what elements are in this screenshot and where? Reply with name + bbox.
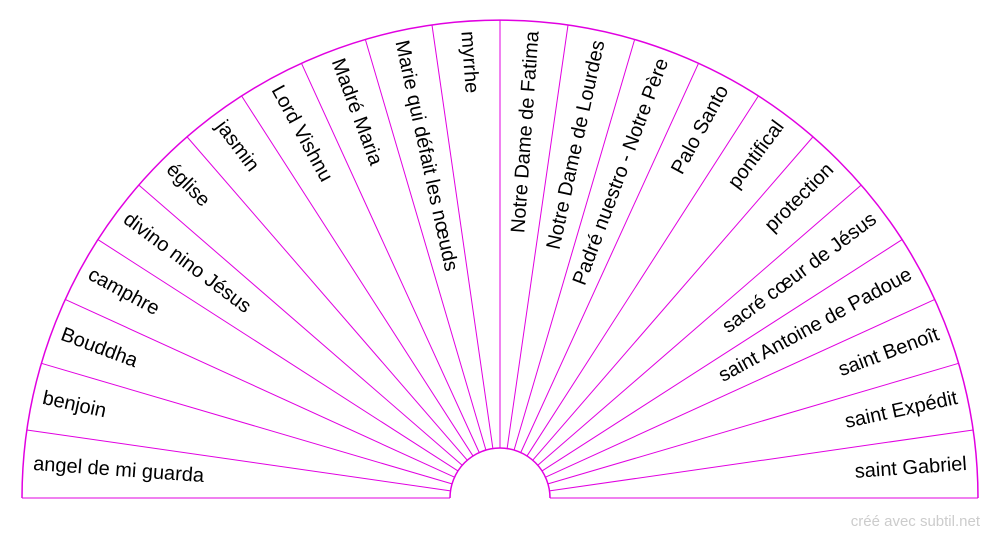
sector-divider	[186, 136, 468, 461]
sector-label: Madré Maria	[327, 55, 387, 169]
sector-divider	[506, 24, 569, 449]
sector-divider	[545, 298, 936, 478]
sector-label: angel de mi guarda	[32, 453, 205, 487]
sector-divider	[97, 239, 459, 472]
sector-label: sacré cœur de Jésus	[718, 208, 881, 338]
sector-label: jasmin	[211, 116, 264, 176]
sector-label: saint Gabriel	[854, 453, 968, 483]
sector-divider	[520, 62, 700, 453]
sector-divider	[138, 184, 463, 466]
sector-label: Marie qui défait les nœuds	[390, 38, 462, 273]
sector-label: Lord Vishnu	[267, 82, 337, 186]
sector-divider	[532, 136, 814, 461]
sector-divider	[41, 362, 453, 485]
sector-divider	[547, 362, 959, 485]
sector-label: église	[162, 159, 215, 212]
sector-divider	[364, 39, 487, 451]
sector-divider	[26, 429, 451, 492]
sector-label: Palo Santo	[667, 82, 733, 178]
sector-label: benjoin	[41, 387, 109, 422]
sector-divider	[64, 298, 455, 478]
credit-text: créé avec subtil.net	[850, 513, 980, 530]
inner-arc	[449, 447, 551, 499]
sector-divider	[431, 24, 494, 449]
sector-divider	[526, 95, 759, 457]
sector-lines	[22, 20, 978, 499]
sector-label: Bouddha	[58, 323, 142, 372]
sector-label: saint Expédit	[843, 387, 960, 433]
sector-divider	[549, 429, 974, 492]
sector-label: camphre	[84, 263, 163, 320]
sector-divider	[513, 39, 636, 451]
sector-divider	[241, 95, 474, 457]
sector-label: myrrhe	[456, 30, 482, 94]
sector-divider	[537, 184, 862, 466]
sector-label: Notre Dame de Fatima	[507, 29, 543, 233]
sector-divider	[541, 239, 903, 472]
sector-divider	[300, 62, 480, 453]
sector-label: pontifical	[724, 116, 789, 192]
sector-label: protection	[761, 159, 839, 237]
